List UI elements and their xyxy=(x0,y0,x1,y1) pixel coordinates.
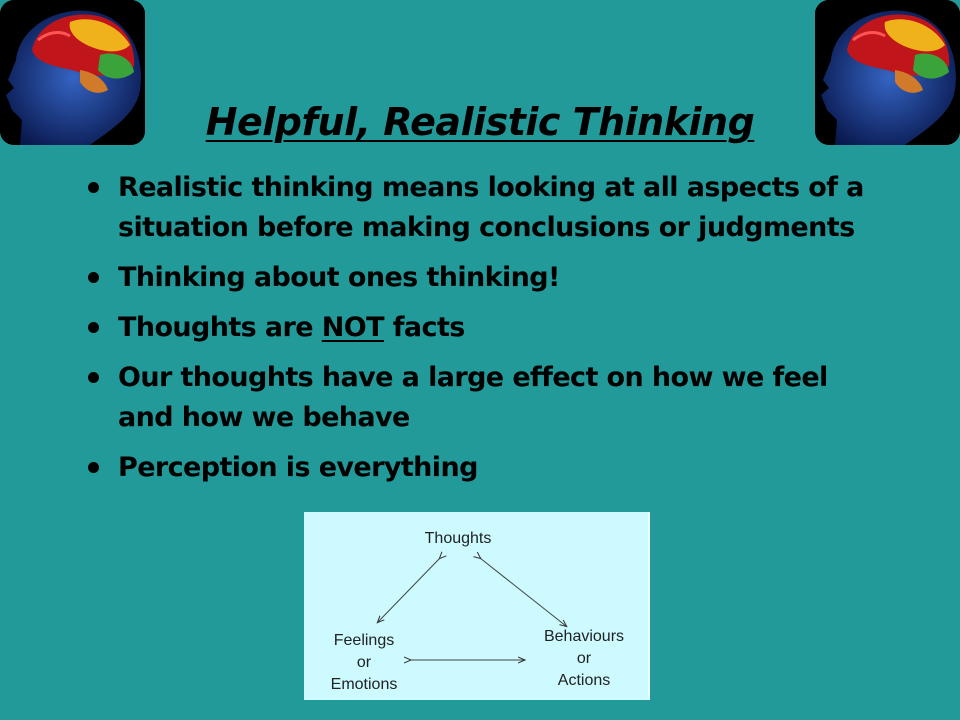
bullet-item: Perception is everything xyxy=(88,448,888,488)
bullet-item: Realistic thinking means looking at all … xyxy=(88,168,888,248)
brain-head-icon xyxy=(815,0,960,145)
bullet-icon xyxy=(88,322,99,333)
diagram-node-feelings: Feelings or Emotions xyxy=(314,630,414,696)
bullet-list: Realistic thinking means looking at all … xyxy=(88,168,888,498)
bullet-item: Thinking about ones thinking! xyxy=(88,258,888,298)
bullet-text: Thinking about ones thinking! xyxy=(118,262,560,293)
bullet-text: Perception is everything xyxy=(118,452,478,483)
bullet-icon xyxy=(88,272,99,283)
diagram-label-line: Behaviours xyxy=(543,628,625,645)
brain-head-icon xyxy=(0,0,145,145)
slide-title: Helpful, Realistic Thinking xyxy=(205,100,755,144)
bullet-item: Thoughts are NOT facts xyxy=(88,308,888,348)
diagram-node-thoughts: Thoughts xyxy=(424,530,492,547)
diagram-label-line: Actions xyxy=(557,672,611,689)
arrow-thoughts-behaviours xyxy=(480,558,566,626)
diagram-node-behaviours: Behaviours or Actions xyxy=(526,626,642,692)
bullet-text: Realistic thinking means looking at all … xyxy=(118,172,864,243)
diagram-label-line: or xyxy=(356,654,372,671)
brain-head-image-left xyxy=(0,0,145,145)
diagram-label-line: or xyxy=(576,650,592,667)
bullet-icon xyxy=(88,462,99,473)
diagram-arrows xyxy=(304,512,648,700)
bullet-icon xyxy=(88,182,99,193)
bullet-item: Our thoughts have a large effect on how … xyxy=(88,358,888,438)
bullet-icon xyxy=(88,372,99,383)
diagram-label-line: Feelings xyxy=(333,632,395,649)
diagram-label-line: Emotions xyxy=(330,676,398,693)
thought-cycle-diagram: Thoughts Feelings or Emotions Behaviours… xyxy=(304,512,650,700)
arrow-thoughts-feelings xyxy=(378,558,440,622)
bullet-emphasis: NOT xyxy=(321,312,385,343)
brain-head-image-right xyxy=(815,0,960,145)
bullet-text-pre: Thoughts are xyxy=(118,312,322,343)
bullet-text: Our thoughts have a large effect on how … xyxy=(118,362,828,433)
bullet-text-post: facts xyxy=(383,312,466,343)
